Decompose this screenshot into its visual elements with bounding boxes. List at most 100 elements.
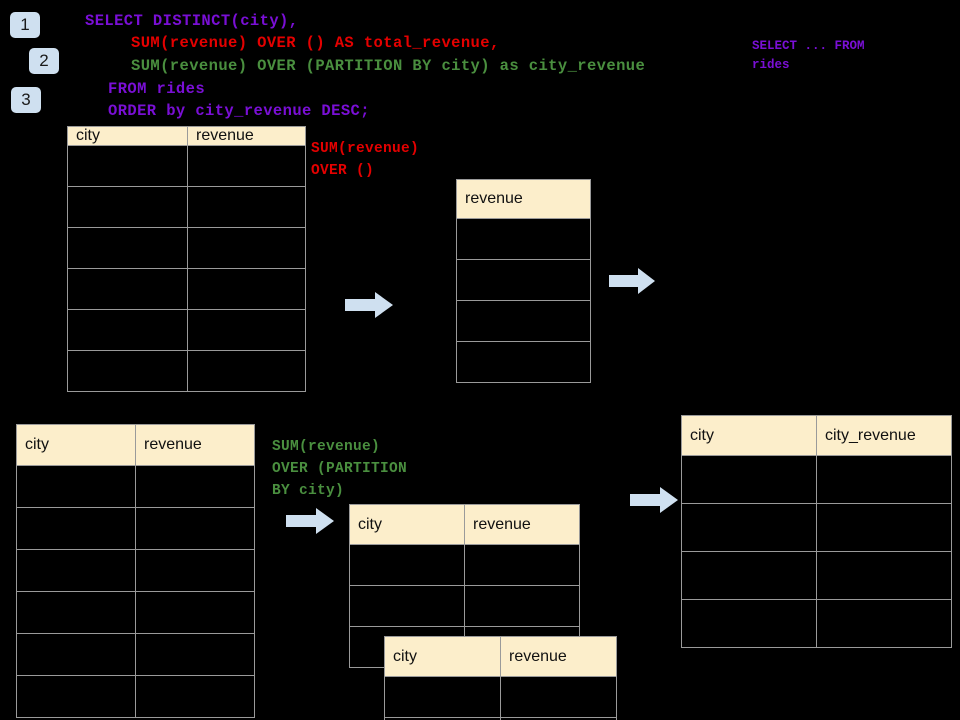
sql-line-total-revenue: SUM(revenue) OVER () AS total_revenue,: [131, 34, 500, 52]
cell-revenue: [135, 507, 255, 550]
step-badge-2[interactable]: 2: [29, 48, 59, 74]
cell-city: [349, 585, 465, 627]
cell-city-revenue: [816, 551, 952, 600]
column-header-city: city: [16, 424, 136, 466]
table-row: [16, 675, 255, 718]
cell-city-revenue: [816, 599, 952, 648]
cell-revenue: [187, 145, 306, 187]
cell-revenue: [135, 591, 255, 634]
column-header-city: city: [349, 504, 465, 545]
column-header-city: city: [681, 415, 817, 456]
step-badge-1[interactable]: 1: [10, 12, 40, 38]
arrow-right-icon-bottom-left: [286, 508, 334, 534]
sql-line-select-distinct: SELECT DISTINCT(city),: [85, 12, 299, 30]
table-header-row: city revenue: [349, 504, 580, 545]
column-header-revenue: revenue: [464, 504, 580, 545]
table-row: [16, 549, 255, 592]
table-row: [384, 717, 617, 720]
cell-city-revenue: [816, 455, 952, 504]
arrow-right-icon-top-right: [609, 268, 655, 294]
table-row: [349, 585, 580, 627]
table-row: [67, 227, 306, 269]
table-header-row: city city_revenue: [681, 415, 952, 456]
table-row: [16, 633, 255, 676]
step-badge-3[interactable]: 3: [11, 87, 41, 113]
table-row: [681, 455, 952, 504]
column-header-revenue: revenue: [187, 126, 306, 146]
cell-revenue: [135, 465, 255, 508]
cell-revenue: [456, 341, 591, 383]
cell-revenue: [135, 549, 255, 592]
cell-revenue: [464, 544, 580, 586]
cell-city: [16, 549, 136, 592]
table-row: [456, 341, 591, 383]
cell-city: [67, 145, 188, 187]
cell-city-revenue: [816, 503, 952, 552]
sql-line-city-revenue: SUM(revenue) OVER (PARTITION BY city) as…: [131, 57, 646, 75]
cell-city: [67, 186, 188, 228]
column-header-city: city: [67, 126, 188, 146]
cell-city: [67, 350, 188, 392]
cell-city: [16, 507, 136, 550]
cell-revenue: [456, 300, 591, 342]
cell-city: [16, 591, 136, 634]
table-row: [456, 218, 591, 260]
cell-revenue: [187, 227, 306, 269]
cell-city: [349, 544, 465, 586]
result-table: city city_revenue: [681, 415, 952, 648]
table-row: [67, 309, 306, 351]
cell-revenue: [135, 675, 255, 718]
table-row: [456, 300, 591, 342]
cell-city: [16, 675, 136, 718]
cell-revenue: [187, 186, 306, 228]
cell-city: [681, 455, 817, 504]
cell-revenue: [456, 259, 591, 301]
table-row: [67, 186, 306, 228]
sql-line-order-by: ORDER by city_revenue DESC;: [108, 102, 370, 120]
partition-group-table-b: city revenue: [384, 636, 617, 720]
cell-city: [67, 268, 188, 310]
cell-revenue: [135, 633, 255, 676]
cell-city: [16, 633, 136, 676]
cell-revenue: [187, 350, 306, 392]
table-row: [681, 599, 952, 648]
total-revenue-table: revenue: [456, 179, 591, 383]
cell-revenue: [500, 717, 617, 720]
table-row: [384, 676, 617, 718]
cell-revenue: [187, 309, 306, 351]
table-header-row: city revenue: [384, 636, 617, 677]
sql-line-from: FROM rides: [108, 80, 206, 98]
cell-city: [16, 465, 136, 508]
table-header-row: city revenue: [16, 424, 255, 466]
rides-source-table: city revenue: [67, 126, 306, 392]
column-header-revenue: revenue: [135, 424, 255, 466]
arrow-right-icon-bottom-right: [630, 487, 678, 513]
table-row: [681, 503, 952, 552]
table-row: [681, 551, 952, 600]
table-row: [67, 268, 306, 310]
cell-city: [384, 676, 501, 718]
annotation-select-from-rides: SELECT ... FROM rides: [752, 39, 865, 72]
cell-city: [681, 599, 817, 648]
table-row: [16, 591, 255, 634]
cell-revenue: [500, 676, 617, 718]
table-row: [349, 544, 580, 586]
cell-city: [67, 309, 188, 351]
annotation-sum-over-partition: SUM(revenue) OVER (PARTITION BY city): [272, 439, 408, 499]
arrow-right-icon-top-left: [345, 292, 393, 318]
cell-revenue: [456, 218, 591, 260]
annotation-sum-over-empty: SUM(revenue) OVER (): [311, 141, 420, 179]
rides-source-table-2: city revenue: [16, 424, 255, 718]
table-row: [67, 145, 306, 187]
column-header-revenue: revenue: [500, 636, 617, 677]
cell-city: [681, 503, 817, 552]
column-header-city-revenue: city_revenue: [816, 415, 952, 456]
cell-revenue: [187, 268, 306, 310]
table-header-row: revenue: [456, 179, 591, 219]
cell-revenue: [464, 585, 580, 627]
table-row: [16, 465, 255, 508]
table-row: [67, 350, 306, 392]
cell-city: [681, 551, 817, 600]
table-row: [16, 507, 255, 550]
